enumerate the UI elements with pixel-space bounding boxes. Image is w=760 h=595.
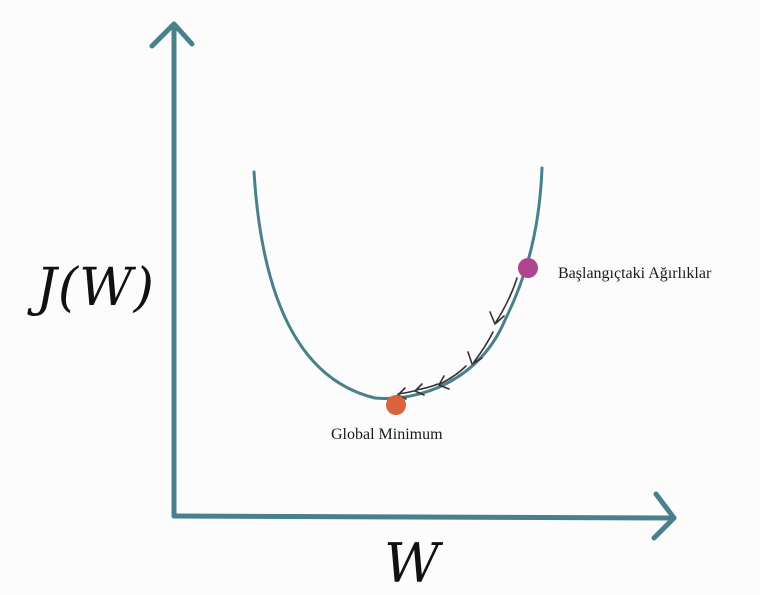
descent-step-arrow — [415, 383, 439, 391]
cost-curve — [252, 166, 544, 400]
descent-step-arrow — [473, 331, 494, 363]
descent-step-arrowhead — [414, 383, 425, 396]
descent-step-arrowhead — [467, 351, 483, 365]
descent-step-arrowhead — [489, 311, 505, 325]
start-point-label: Başlangıçtaki Ağırlıklar — [558, 265, 712, 282]
descent-arrows — [397, 277, 518, 400]
x-axis-arrowhead — [651, 491, 677, 541]
x-axis-line — [171, 513, 675, 521]
descent-step-arrow — [439, 365, 467, 385]
global-minimum-label: Global Minimum — [331, 426, 443, 443]
descent-step-arrowhead — [397, 387, 407, 400]
descent-step-arrow — [495, 277, 518, 323]
start-point-dot — [518, 258, 538, 278]
y-axis-arrowhead — [149, 21, 195, 49]
descent-step-arrowhead — [438, 375, 450, 390]
global-minimum-dot — [386, 395, 406, 415]
x-axis-title: W — [384, 532, 440, 595]
y-axis-title: J(W) — [36, 258, 155, 318]
